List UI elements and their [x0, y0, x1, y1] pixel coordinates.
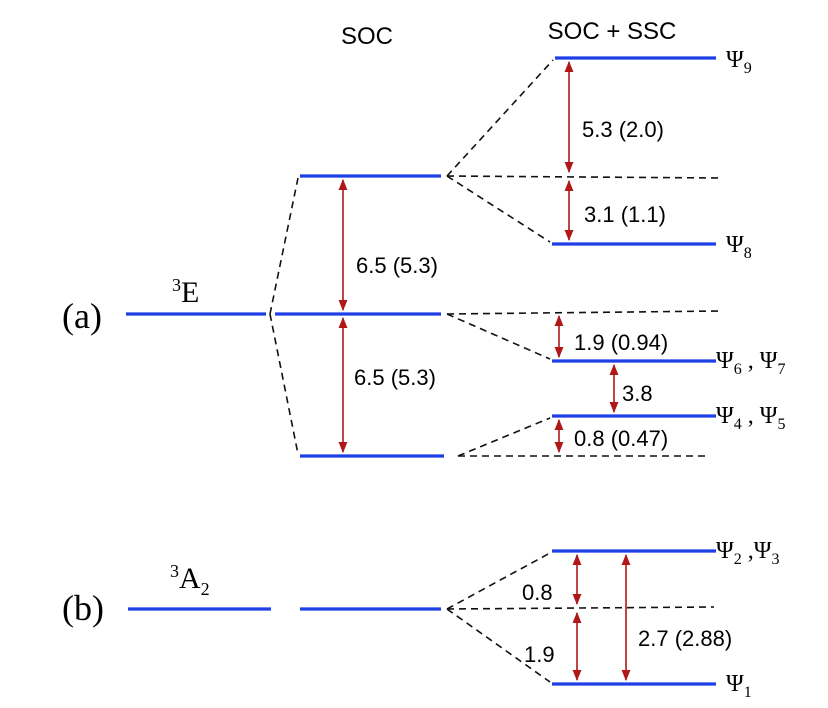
label-psi8-gap: 3.1 (1.1): [584, 202, 666, 227]
connector-dashed: [446, 313, 551, 360]
term-3A2: 3A2: [170, 561, 210, 599]
connector-dashed: [269, 177, 299, 315]
state-psi8: Ψ8: [726, 232, 752, 262]
state-psi1: Ψ1: [726, 671, 752, 701]
term-3E: 3E: [172, 275, 199, 309]
label-psi67-psi45: 3.8: [622, 381, 653, 406]
connector-dashed: [446, 606, 715, 610]
connector-dashed: [446, 59, 554, 177]
label-psi9-gap: 5.3 (2.0): [582, 117, 664, 142]
state-psi4-psi5: Ψ4 , Ψ5: [716, 403, 785, 433]
label-psi45-gap: 0.8 (0.47): [574, 426, 668, 451]
connector-dashed: [446, 175, 551, 243]
label-b-lower: 1.9: [524, 642, 555, 667]
label-b-upper: 0.8: [522, 580, 553, 605]
header-soc: SOC: [341, 23, 393, 50]
state-psi6-psi7: Ψ6 , Ψ7: [716, 348, 785, 378]
label-b-total: 2.7 (2.88): [638, 626, 732, 651]
connector-dashed: [457, 417, 551, 457]
connector-dashed: [446, 608, 551, 683]
state-psi9: Ψ9: [726, 47, 752, 77]
connector-dashed: [446, 310, 721, 315]
connector-dashed: [446, 175, 721, 179]
connector-dashed: [446, 552, 551, 610]
panel-a-label: (a): [62, 296, 102, 336]
connector-dashed: [269, 313, 299, 455]
header-soc-ssc: SOC + SSC: [548, 18, 677, 45]
label-soc-upper: 6.5 (5.3): [356, 253, 438, 278]
panel-b-label: (b): [62, 588, 104, 628]
label-psi67-gap: 1.9 (0.94): [574, 330, 668, 355]
state-psi2-psi3: Ψ2 ,Ψ3: [716, 538, 779, 568]
label-soc-lower: 6.5 (5.3): [354, 365, 436, 390]
